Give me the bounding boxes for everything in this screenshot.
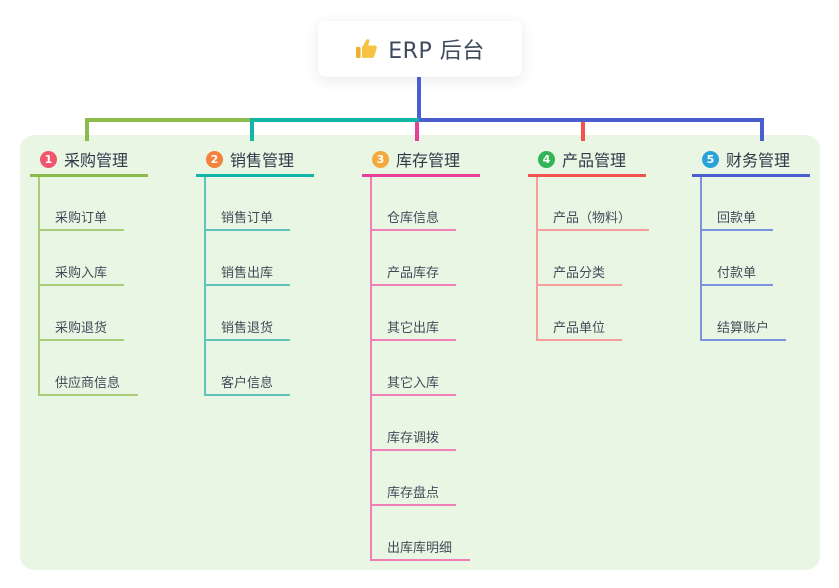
children-connector-line xyxy=(700,177,702,341)
child-node[interactable]: 客户信息 xyxy=(221,376,274,391)
child-underline xyxy=(204,284,290,286)
child-node[interactable]: 采购订单 xyxy=(55,211,108,226)
child-underline xyxy=(536,339,622,341)
child-node[interactable]: 产品（物料） xyxy=(553,211,632,226)
child-underline xyxy=(38,229,124,231)
child-node[interactable]: 结算账户 xyxy=(717,321,770,336)
child-node[interactable]: 其它出库 xyxy=(387,321,440,336)
child-node[interactable]: 其它入库 xyxy=(387,376,440,391)
child-node[interactable]: 出库库明细 xyxy=(387,541,453,556)
bus-segment-middle xyxy=(252,118,419,122)
branch-drop-line xyxy=(85,118,89,141)
child-underline xyxy=(370,394,456,396)
children-connector-line xyxy=(536,177,538,341)
branches-panel xyxy=(20,135,820,570)
child-underline xyxy=(536,229,649,231)
branch-drop-line xyxy=(415,122,419,141)
branch-label: 财务管理 xyxy=(726,151,791,170)
number-badge: 2 xyxy=(206,150,223,168)
children-connector-line xyxy=(204,177,206,396)
branch-node[interactable]: 4 产品管理 xyxy=(528,147,626,171)
child-underline xyxy=(204,339,290,341)
child-underline xyxy=(700,339,786,341)
child-node[interactable]: 销售订单 xyxy=(221,211,274,226)
bus-segment-left xyxy=(85,118,252,122)
branch-node[interactable]: 3 库存管理 xyxy=(362,147,460,171)
child-node[interactable]: 付款单 xyxy=(717,266,757,281)
branch-underline xyxy=(692,174,810,177)
child-underline xyxy=(370,504,456,506)
child-node[interactable]: 回款单 xyxy=(717,211,757,226)
number-badge: 1 xyxy=(40,150,57,168)
child-underline xyxy=(370,284,456,286)
child-underline xyxy=(700,284,773,286)
child-underline xyxy=(370,559,470,561)
child-underline xyxy=(536,284,622,286)
branch-drop-line xyxy=(581,122,585,141)
branch-label: 采购管理 xyxy=(64,151,129,170)
child-underline xyxy=(370,339,456,341)
branch-drop-line xyxy=(250,118,254,141)
child-node[interactable]: 产品单位 xyxy=(553,321,606,336)
root-node[interactable]: ERP 后台 xyxy=(318,21,522,77)
child-node[interactable]: 销售退货 xyxy=(221,321,274,336)
child-underline xyxy=(38,284,124,286)
child-node[interactable]: 采购入库 xyxy=(55,266,108,281)
child-underline xyxy=(204,394,290,396)
thumbs-up-icon xyxy=(355,37,379,61)
child-node[interactable]: 仓库信息 xyxy=(387,211,440,226)
branch-underline xyxy=(30,174,148,177)
number-badge: 5 xyxy=(702,150,719,168)
child-node[interactable]: 销售出库 xyxy=(221,266,274,281)
child-underline xyxy=(38,339,124,341)
child-underline xyxy=(700,229,773,231)
branch-underline xyxy=(528,174,646,177)
branch-underline xyxy=(362,174,480,177)
number-badge: 3 xyxy=(372,150,389,168)
bus-segment-right xyxy=(419,118,764,122)
child-node[interactable]: 采购退货 xyxy=(55,321,108,336)
child-node[interactable]: 产品库存 xyxy=(387,266,440,281)
child-underline xyxy=(38,394,138,396)
root-connector-line xyxy=(417,77,421,118)
child-underline xyxy=(370,449,456,451)
branch-node[interactable]: 2 销售管理 xyxy=(196,147,294,171)
branch-label: 库存管理 xyxy=(396,151,461,170)
children-connector-line xyxy=(370,177,372,561)
children-connector-line xyxy=(38,177,40,396)
number-badge: 4 xyxy=(538,150,555,168)
child-node[interactable]: 产品分类 xyxy=(553,266,606,281)
branch-label: 产品管理 xyxy=(562,151,627,170)
root-node-label: ERP 后台 xyxy=(388,39,485,64)
branch-drop-line xyxy=(760,118,764,141)
branch-node[interactable]: 5 财务管理 xyxy=(692,147,790,171)
branch-label: 销售管理 xyxy=(230,151,295,170)
branch-underline xyxy=(196,174,314,177)
child-node[interactable]: 供应商信息 xyxy=(55,376,121,391)
child-underline xyxy=(204,229,290,231)
child-underline xyxy=(370,229,456,231)
child-node[interactable]: 库存盘点 xyxy=(387,486,440,501)
branch-node[interactable]: 1 采购管理 xyxy=(30,147,128,171)
child-node[interactable]: 库存调拨 xyxy=(387,431,440,446)
